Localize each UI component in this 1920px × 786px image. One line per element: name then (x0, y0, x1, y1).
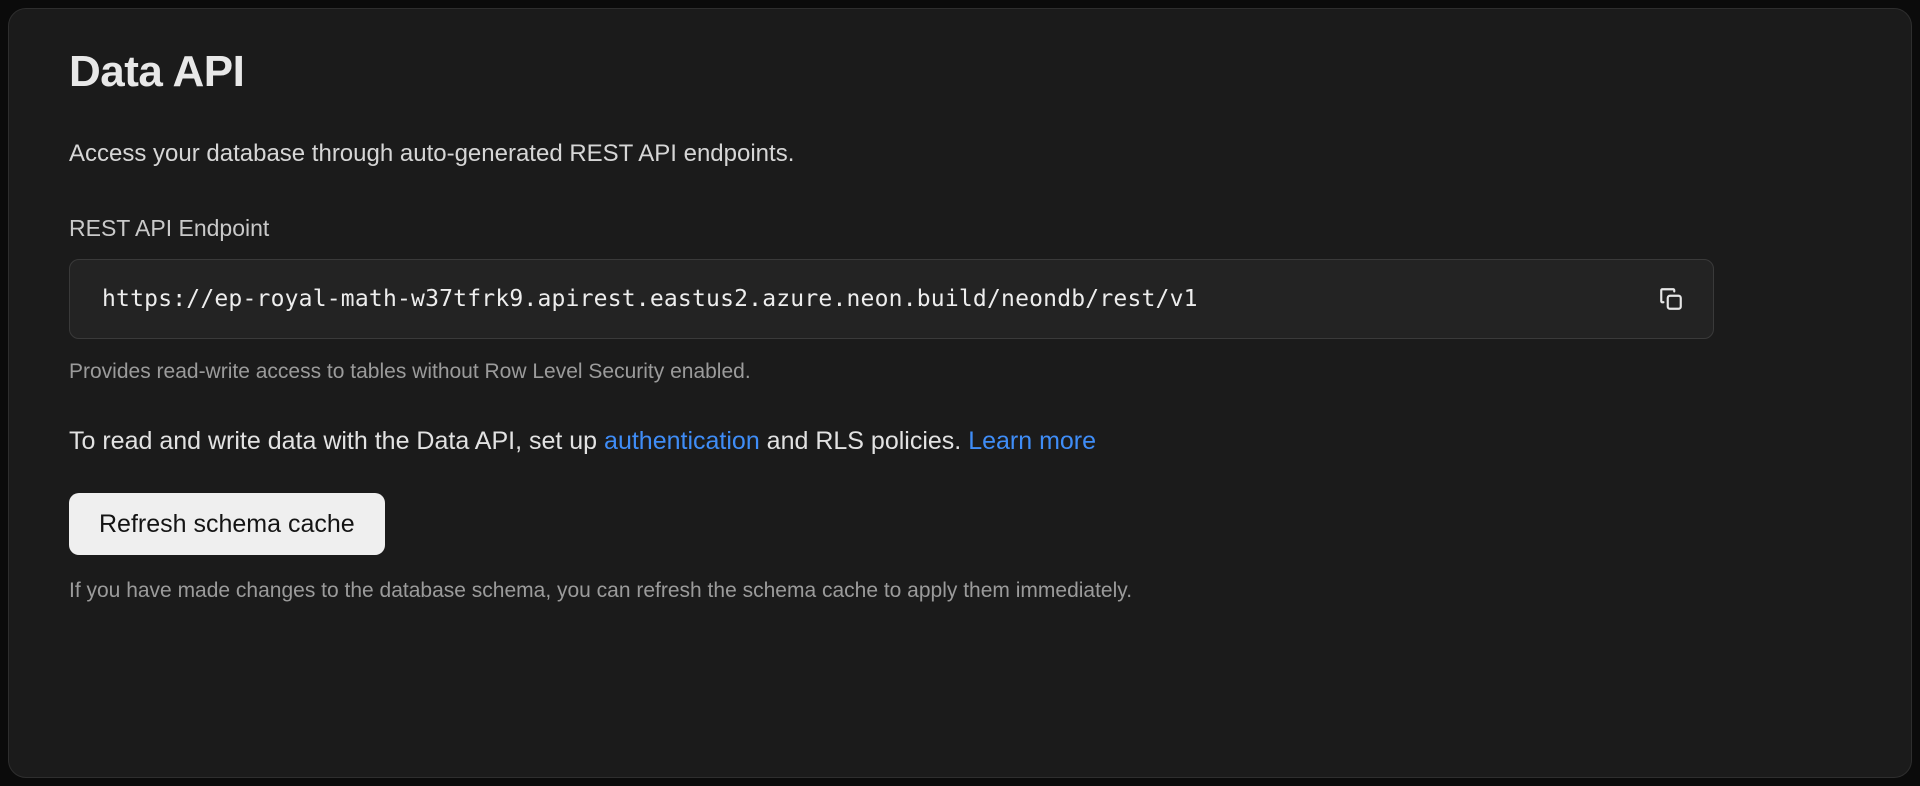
copy-icon (1658, 286, 1684, 312)
rest-api-endpoint-input[interactable] (102, 285, 1649, 312)
learn-more-link[interactable]: Learn more (968, 426, 1097, 455)
card-description: Access your database through auto-genera… (69, 139, 795, 167)
refresh-schema-cache-hint: If you have made changes to the database… (69, 579, 1133, 603)
refresh-schema-cache-button[interactable]: Refresh schema cache (69, 493, 385, 556)
endpoint-hint: Provides read-write access to tables wit… (69, 359, 751, 383)
page-title: Data API (69, 47, 245, 96)
rest-api-endpoint-field[interactable] (69, 258, 1714, 339)
setup-text-between: and RLS policies. (759, 426, 969, 455)
rest-api-endpoint-label: REST API Endpoint (69, 214, 270, 241)
data-api-card: Data API Access your database through au… (8, 8, 1912, 778)
authentication-link[interactable]: authentication (604, 426, 760, 455)
setup-instructions: To read and write data with the Data API… (69, 425, 1851, 458)
copy-endpoint-button[interactable] (1649, 277, 1693, 321)
setup-text-before: To read and write data with the Data API… (69, 426, 605, 455)
